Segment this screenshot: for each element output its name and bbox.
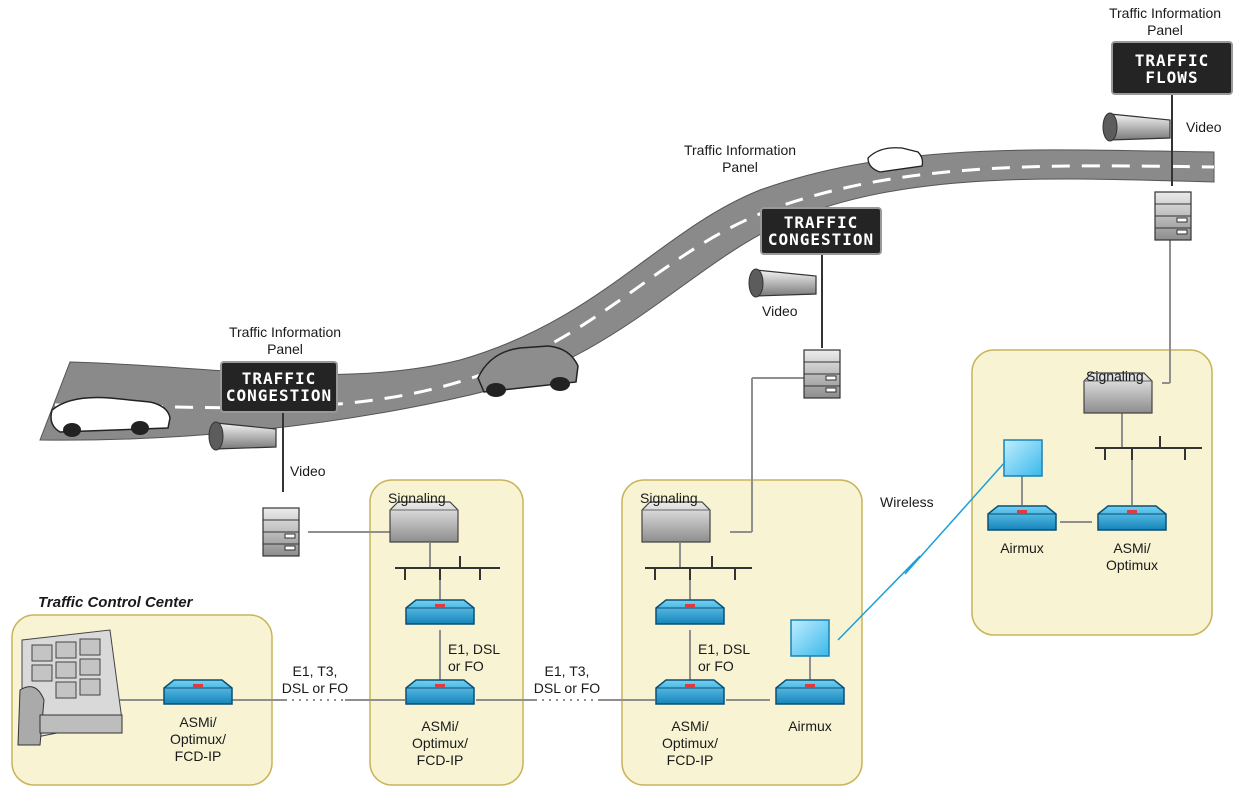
video-encoder-icon-3 xyxy=(1154,191,1192,241)
car-white-left xyxy=(50,396,171,437)
site-box-3 xyxy=(971,349,1213,636)
signaling-controller-icon-1 xyxy=(389,501,459,543)
car-vintage-middle xyxy=(477,345,579,397)
mux-device-icon-site2-bottom xyxy=(655,679,725,705)
car-white-right xyxy=(867,147,924,173)
video-encoder-icon-2 xyxy=(803,349,841,399)
wan-link-label-1: E1, T3, DSL or FO xyxy=(281,663,349,696)
video-encoder-icon-1 xyxy=(262,507,300,557)
signaling-controller-icon-2 xyxy=(641,501,711,543)
sign-text-1: TRAFFIC CONGESTION xyxy=(225,369,333,405)
mux-device-icon-site3 xyxy=(1097,505,1167,531)
sign-panel-2 xyxy=(760,207,882,255)
sign-text-2: TRAFFIC CONGESTION xyxy=(767,213,875,249)
site3-mux-label: ASMi/ Optimux xyxy=(1105,540,1159,573)
sign-panel-1 xyxy=(220,361,338,413)
site2-mux-label: ASMi/ Optimux/ FCD-IP xyxy=(661,718,718,768)
wireless-label: Wireless xyxy=(880,494,934,510)
airmux-device-icon-site3 xyxy=(987,505,1057,531)
panel-caption-3: Traffic Information Panel xyxy=(1108,5,1222,38)
airmux-device-icon-site2 xyxy=(775,679,845,705)
site2-airmux-label: Airmux xyxy=(788,718,832,734)
panel-caption-2: Traffic Information Panel xyxy=(683,142,797,175)
antenna-icon-site2 xyxy=(790,619,830,657)
sign-panel-3 xyxy=(1111,41,1233,95)
mux-device-icon-site2-top xyxy=(655,599,725,625)
road xyxy=(39,149,1215,441)
operator-workstation xyxy=(17,629,123,746)
signaling-label-1: Signaling xyxy=(388,490,446,506)
video-camera-icon-3 xyxy=(1102,112,1171,142)
site3-airmux-label: Airmux xyxy=(1000,540,1044,556)
video-label-1: Video xyxy=(290,463,326,479)
mux-device-icon-site1-bottom xyxy=(405,679,475,705)
mux-device-icon-center xyxy=(163,679,233,705)
antenna-icon-site3 xyxy=(1003,439,1043,477)
wired-links xyxy=(120,240,1171,701)
signaling-label-3: Signaling xyxy=(1086,368,1144,384)
signaling-buses xyxy=(395,436,1202,580)
mux-device-icon-site1-top xyxy=(405,599,475,625)
signaling-label-2: Signaling xyxy=(640,490,698,506)
video-camera-icon-2 xyxy=(748,268,817,298)
control-center-title: Traffic Control Center xyxy=(38,594,193,611)
site1-link-label: E1, DSL or FO xyxy=(448,641,501,674)
wireless-link xyxy=(837,461,1006,641)
sign-text-3: TRAFFIC FLOWS xyxy=(1134,51,1210,87)
sign-poles xyxy=(282,92,1173,492)
center-mux-label: ASMi/ Optimux/ FCD-IP xyxy=(169,714,226,764)
wan-link-label-2: E1, T3, DSL or FO xyxy=(533,663,601,696)
site2-link-label: E1, DSL or FO xyxy=(698,641,751,674)
site-box-1 xyxy=(369,479,524,786)
panel-caption-1: Traffic Information Panel xyxy=(228,324,342,357)
site1-mux-label: ASMi/ Optimux/ FCD-IP xyxy=(411,718,468,768)
site-box-2 xyxy=(621,479,863,786)
video-label-3: Video xyxy=(1186,119,1222,135)
video-label-2: Video xyxy=(762,303,798,319)
